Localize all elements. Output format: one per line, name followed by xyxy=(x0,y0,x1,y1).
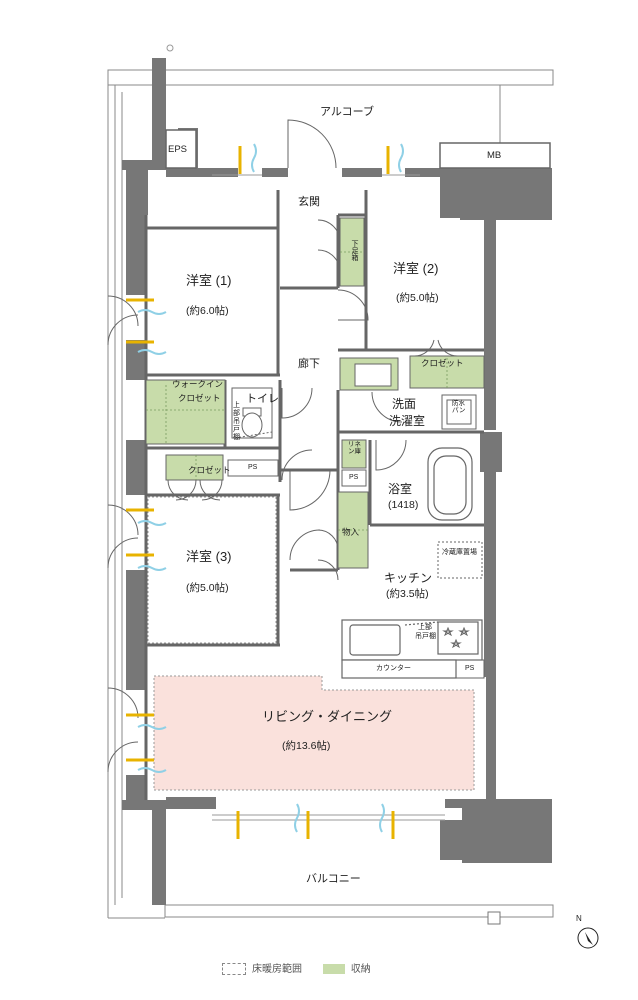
waterproof-pan-label: 防水 パン xyxy=(452,400,466,414)
counter-label: カウンター xyxy=(376,665,411,672)
western2-size: (約5.0帖) xyxy=(396,292,439,304)
bathroom-size: (1418) xyxy=(388,499,419,511)
columns xyxy=(166,797,465,860)
waterproof-pan-char: パ xyxy=(452,406,459,414)
compass-label: N xyxy=(576,914,582,923)
closet3-label: クロゼット xyxy=(188,465,231,475)
kitchen-name: キッチン xyxy=(384,571,433,585)
linen-label: リネ ン庫 xyxy=(348,441,362,455)
western1-name: 洋室 (1) xyxy=(186,273,232,288)
toilet-upper-cabinet: 上 部 吊 戸 棚 xyxy=(233,402,241,442)
living-size: (約13.6帖) xyxy=(282,740,331,752)
entrance-label: 玄関 xyxy=(298,196,320,208)
kitchen-upper-line2: 吊戸棚 xyxy=(415,633,436,640)
toilet-label: トイレ xyxy=(246,393,279,405)
bathroom-name: 浴室 xyxy=(388,482,413,496)
linen-char: 庫 xyxy=(354,447,362,455)
ps-label-toilet: PS xyxy=(248,464,258,471)
living-name: リビング・ダイニング xyxy=(262,709,393,724)
legend-storage: 収納 xyxy=(350,964,371,975)
ps-boxes xyxy=(227,459,485,679)
washroom-fixtures xyxy=(354,363,477,430)
upper-cabinet-char: 吊 xyxy=(233,418,240,425)
western3-name: 洋室 (3) xyxy=(186,549,232,564)
upper-cabinet-char: 部 xyxy=(233,410,240,417)
eps-label: EPS xyxy=(168,144,188,155)
doors xyxy=(107,119,459,773)
upper-cabinet-char: 戸 xyxy=(233,426,240,433)
fridge-label: 冷蔵庫置場 xyxy=(442,549,477,556)
ps-label-bath: PS xyxy=(349,474,359,481)
legend: 床暖房範囲 収納 xyxy=(222,960,371,976)
western1-size: (約6.0帖) xyxy=(186,305,229,317)
linen-char: リ xyxy=(348,441,355,448)
washroom-line1: 洗面 xyxy=(392,397,417,411)
walkin-closet-line2: クロゼット xyxy=(178,393,221,403)
hallway-label: 廊下 xyxy=(298,358,320,370)
exterior-walls xyxy=(122,58,552,905)
shoe-storage-label: 下足箱 xyxy=(351,240,359,261)
drain xyxy=(487,911,501,925)
vent-hole xyxy=(166,44,174,52)
closet2-label: クロゼット xyxy=(421,358,464,368)
floor-heating-swatch xyxy=(222,963,246,976)
kitchen-size: (約3.5帖) xyxy=(386,588,429,600)
upper-cabinet-char: 上 xyxy=(233,402,240,409)
legend-floor-heating: 床暖房範囲 xyxy=(252,964,302,975)
kitchen-upper-line1: 上部 xyxy=(418,624,432,631)
western3-size: (約5.0帖) xyxy=(186,582,229,594)
windows xyxy=(212,174,445,821)
washroom-line2: 洗濯室 xyxy=(389,414,426,428)
ps-label-kitchen: PS xyxy=(465,665,475,672)
waterproof-pan-char: ン xyxy=(458,406,466,414)
eps-mb xyxy=(165,129,551,169)
outer-rails xyxy=(107,69,554,919)
stove-burners xyxy=(442,626,470,649)
kitchen-counter xyxy=(341,619,483,679)
waterproof-pan-char: 水 xyxy=(458,400,466,407)
storage-dots xyxy=(146,251,448,531)
storage-label: 物入 xyxy=(342,527,360,537)
walkin-closet-line1: ウォークイン xyxy=(172,379,224,389)
room3-dashed xyxy=(147,496,277,644)
compass-icon xyxy=(577,927,599,949)
western2-name: 洋室 (2) xyxy=(393,261,439,276)
balcony-label: バルコニー xyxy=(306,873,361,885)
linen-char: ン xyxy=(348,447,355,455)
floor-heating-area xyxy=(153,675,475,791)
storage-swatch xyxy=(322,964,345,975)
waterproof-pan-char: 防 xyxy=(452,400,459,407)
linen-char: ネ xyxy=(354,441,362,448)
mb-label: MB xyxy=(487,150,502,161)
toilet-fixture xyxy=(231,387,273,439)
bathtub xyxy=(427,447,473,521)
upper-cabinet-char: 棚 xyxy=(233,434,240,441)
fridge-space xyxy=(437,541,483,579)
alcove-label: アルコーブ xyxy=(320,106,375,118)
